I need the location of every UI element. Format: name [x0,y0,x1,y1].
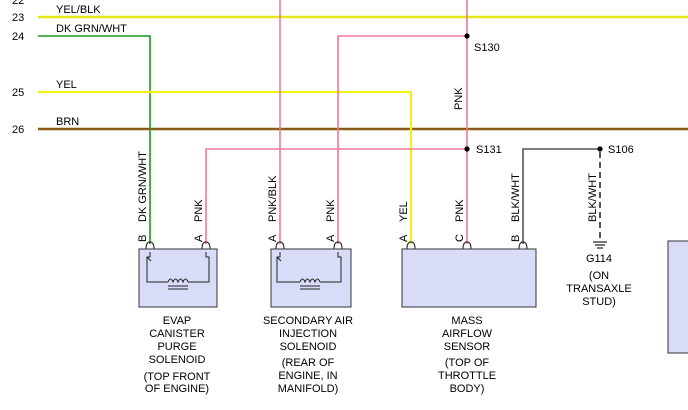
row-number-25: 25 [12,87,24,99]
pin-wire-label-maf-c: PNK [454,199,466,222]
wire-yel[interactable] [38,90,413,244]
evap-location-line-1: (TOP FRONT [144,371,211,383]
pin-wire-label-maf-a: YEL [398,201,410,222]
splice-label-s130: S130 [474,42,500,54]
wire-label-yel-blk: YEL/BLK [56,4,101,16]
splice-s131-dot[interactable] [464,146,470,152]
secondary-air-solenoid[interactable] [270,248,352,308]
evap-coil-icon [146,252,210,290]
pin-wire-label-maf-b: BLK/WHT [510,173,522,222]
maf-label-line-3: SENSOR [444,341,491,353]
pin-wire-label-air-a2: PNK [325,199,337,222]
pin-wire-label-air-a1: PNK/BLK [267,175,279,222]
pin-wire-label-evap-a: PNK [193,199,205,222]
air-location-line-3: MANIFOLD) [278,383,339,395]
row-number-26: 26 [12,124,24,136]
evap-solenoid[interactable] [138,248,218,308]
air-location-line-1: (REAR OF [282,357,335,369]
maf-label-line-2: AIRFLOW [442,328,493,340]
pin-letter-evap-b: B [137,235,149,242]
evap-location-line-2: OF ENGINE) [145,383,209,395]
wire-label-brn: BRN [56,116,79,128]
pin-wire-label-evap-b: DK GRN/WHT [137,151,149,222]
wire-label-yel: YEL [56,79,77,91]
secondary-air-solenoid-body[interactable] [270,248,352,308]
row-number-23: 23 [12,12,24,24]
ground-label: G114 [586,253,612,265]
evap-label-line-2: CANISTER [149,328,205,340]
maf-sensor-body[interactable] [401,248,537,308]
wire-pnk-s130-branch[interactable] [337,35,467,244]
pin-letter-maf-b: B [510,235,522,242]
ground-icon [593,241,607,249]
evap-label-line-3: PURGE [157,341,196,353]
partial-component-right[interactable] [667,240,688,354]
maf-location-line-3: BODY) [450,383,485,395]
connector-cavity-evap-b[interactable] [145,241,155,250]
connector-cavity-maf-a[interactable] [406,241,416,250]
connector-cavity-maf-c[interactable] [462,241,472,250]
connector-cavity-air-a2[interactable] [333,241,343,250]
pin-letter-air-a2: A [325,234,337,242]
evap-label-line-1: EVAP [163,315,192,327]
maf-location-line-1: (TOP OF [445,357,489,369]
wire-label-pnk-vertical: PNK [453,87,465,110]
pin-letter-maf-c: C [454,234,466,242]
pin-letter-evap-a: A [193,234,205,242]
row-number-22: 22 [12,0,24,7]
row-number-24: 24 [12,31,24,43]
connector-cavity-maf-b[interactable] [518,241,528,250]
air-location-line-2: ENGINE, IN [278,370,337,382]
pin-wire-label-ground: BLK/WHT [587,173,599,222]
wire-pnk-s131-branch[interactable] [205,148,467,244]
connector-cavity-evap-a[interactable] [201,241,211,250]
maf-label-line-1: MASS [451,315,482,327]
maf-location-line-2: THROTTLE [438,370,496,382]
wire-dk-grn-wht[interactable] [38,35,151,244]
ground-location-line-2: TRANSAXLE [566,283,631,295]
splice-label-s106: S106 [608,144,634,156]
ground-location-line-3: STUD) [582,296,616,308]
air-coil-icon [276,252,342,290]
evap-label-line-4: SOLENOID [149,354,206,366]
splice-s106-dot[interactable] [597,146,603,152]
air-label-line-2: INJECTION [279,328,337,340]
wire-label-dk-grn-wht: DK GRN/WHT [56,23,127,35]
splice-s130-dot[interactable] [464,33,470,39]
wire-blk-wht-maf[interactable] [522,148,600,244]
evap-solenoid-body[interactable] [138,248,218,308]
air-label-line-1: SECONDARY AIR [263,315,353,327]
splice-label-s131: S131 [476,144,502,156]
ground-location-line-1: (ON [589,270,609,282]
connector-cavity-air-a1[interactable] [275,241,285,250]
pin-letter-maf-a: A [398,234,410,242]
air-label-line-3: SOLENOID [280,341,337,353]
pin-letter-air-a1: A [267,234,279,242]
